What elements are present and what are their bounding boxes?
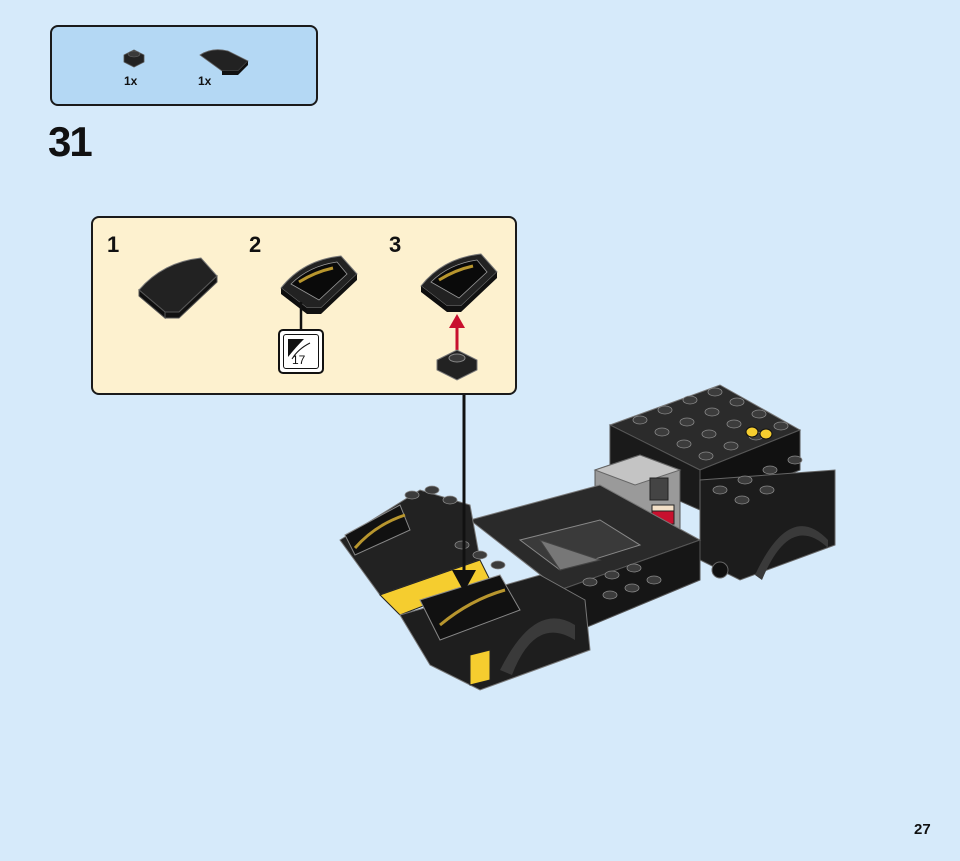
sticker-number: 17 bbox=[292, 353, 306, 367]
round-plate-icon bbox=[436, 349, 478, 381]
parts-list-box: 1x 1x bbox=[50, 25, 318, 106]
sub-step-number: 3 bbox=[389, 232, 402, 257]
axle-hub bbox=[711, 561, 729, 579]
curved-slope-assembled-icon bbox=[420, 253, 498, 312]
page-number: 27 bbox=[914, 821, 931, 838]
round-plate-1x1-icon bbox=[123, 49, 145, 68]
front-studs bbox=[404, 485, 506, 570]
part-quantity: 1x bbox=[198, 74, 212, 88]
placement-arrow bbox=[452, 395, 476, 592]
rear-studs bbox=[632, 387, 803, 505]
red-insert-arrow bbox=[449, 314, 465, 350]
curved-slope-2x2-icon bbox=[199, 49, 249, 75]
sticker-callout: 17 bbox=[278, 329, 324, 374]
part-quantity: 1x bbox=[124, 74, 138, 88]
curved-slope-plain-icon bbox=[138, 257, 218, 320]
yellow-tail-lights bbox=[745, 426, 773, 440]
sub-step-number: 1 bbox=[107, 232, 120, 257]
sub-step-illustrations bbox=[138, 253, 498, 381]
sticker-icon bbox=[288, 339, 311, 360]
curved-slope-sticker-icon bbox=[280, 255, 358, 329]
chassis-studs bbox=[582, 563, 662, 600]
sub-step-box: 1 2 3 bbox=[91, 216, 517, 395]
sub-step-number: 2 bbox=[249, 232, 262, 257]
step-number: 31 bbox=[48, 118, 93, 165]
